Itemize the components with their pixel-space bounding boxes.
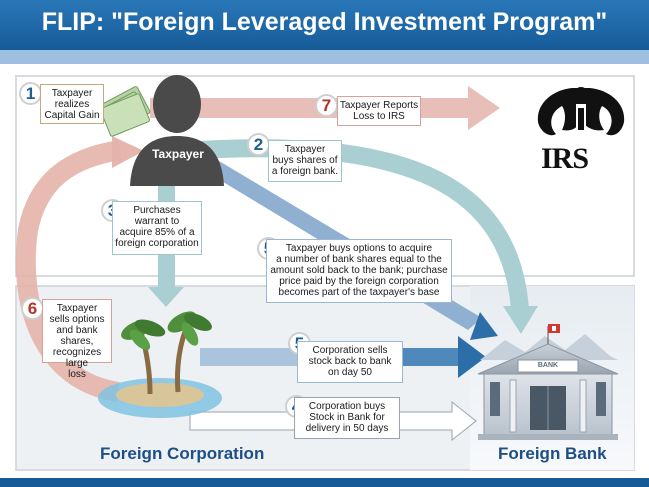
bottom-stripe: [0, 478, 649, 487]
step-1-box: Taxpayer realizes Capital Gain: [40, 84, 104, 124]
step-5a-line: becomes part of the taxpayer's base: [278, 287, 440, 298]
taxpayer-figure: [130, 75, 224, 186]
step-6-line: Taxpayer: [56, 303, 98, 314]
money-graphic: [99, 86, 151, 137]
step-6-box: Taxpayer sells options and bank shares, …: [42, 299, 112, 380]
step-5a-box: Taxpayer buys options to acquire a numbe…: [266, 239, 452, 303]
step-6-line: and bank shares,: [56, 325, 98, 347]
step-6-line: recognizes large: [52, 347, 102, 369]
arrow-step-6: [15, 140, 122, 402]
irs-label: IRS: [541, 142, 589, 175]
irs-eagle-logo: [537, 87, 625, 136]
step-3-line: Purchases: [133, 205, 181, 216]
step-7-box: Taxpayer Reports Loss to IRS: [337, 96, 421, 126]
step-2-box: Taxpayer buys shares of a foreign bank.: [268, 140, 342, 182]
step-5b-line: Corporation sells: [312, 345, 388, 356]
bank-sign: BANK: [537, 362, 559, 369]
foreign-bank-label: Foreign Bank: [498, 444, 607, 463]
step-3-box: Purchases warrant to acquire 85% of a fo…: [112, 201, 202, 255]
bank-building-illustration: [477, 324, 619, 440]
step-5b-box: Corporation sells stock back to bank on …: [297, 341, 403, 383]
step-1-number: 1: [19, 82, 42, 105]
step-4-box: Corporation buys Stock in Bank for deliv…: [294, 397, 400, 439]
step-2-number: 2: [247, 133, 270, 156]
step-3-line: foreign corporation: [115, 238, 199, 249]
step-2-line: a foreign bank.: [271, 166, 339, 177]
step-2-line: Taxpayer: [284, 144, 326, 155]
step-7-line: Taxpayer Reports: [339, 100, 419, 111]
step-1-line: realizes: [54, 99, 90, 110]
taxpayer-label: Taxpayer: [152, 147, 204, 161]
step-7-number: 7: [315, 94, 338, 117]
decorative-stripe: [0, 50, 649, 64]
step-4-line: Stock in Bank for: [309, 412, 385, 423]
step-6-line: loss: [68, 369, 86, 380]
page-title: FLIP: "Foreign Leveraged Investment Prog…: [41, 8, 608, 36]
step-5a-line: amount sold back to the bank; purchase: [270, 265, 448, 276]
step-4-line: delivery in 50 days: [305, 423, 389, 434]
step-1-line: Taxpayer: [51, 88, 93, 99]
title-banner: FLIP: "Foreign Leveraged Investment Prog…: [0, 0, 649, 50]
step-5a-line: Taxpayer buys options to acquire: [285, 243, 433, 254]
step-4-line: Corporation buys: [308, 401, 386, 412]
step-3-line: acquire 85% of a: [119, 227, 195, 238]
step-5b-line: stock back to bank: [308, 356, 392, 367]
step-6-line: sells options: [49, 314, 105, 325]
step-3-line: warrant to: [134, 216, 180, 227]
step-5b-line: on day 50: [328, 367, 372, 378]
step-7-line: Loss to IRS: [353, 111, 405, 122]
step-5a-line: a number of bank shares equal to the: [276, 254, 442, 265]
step-1-line: Capital Gain: [44, 110, 100, 121]
step-6-number: 6: [21, 297, 44, 320]
foreign-corporation-label: Foreign Corporation: [100, 444, 265, 463]
island-illustration: [98, 311, 222, 418]
step-5a-line: price paid by the foreign corporation: [279, 276, 439, 287]
step-2-line: buys shares of: [272, 155, 338, 166]
